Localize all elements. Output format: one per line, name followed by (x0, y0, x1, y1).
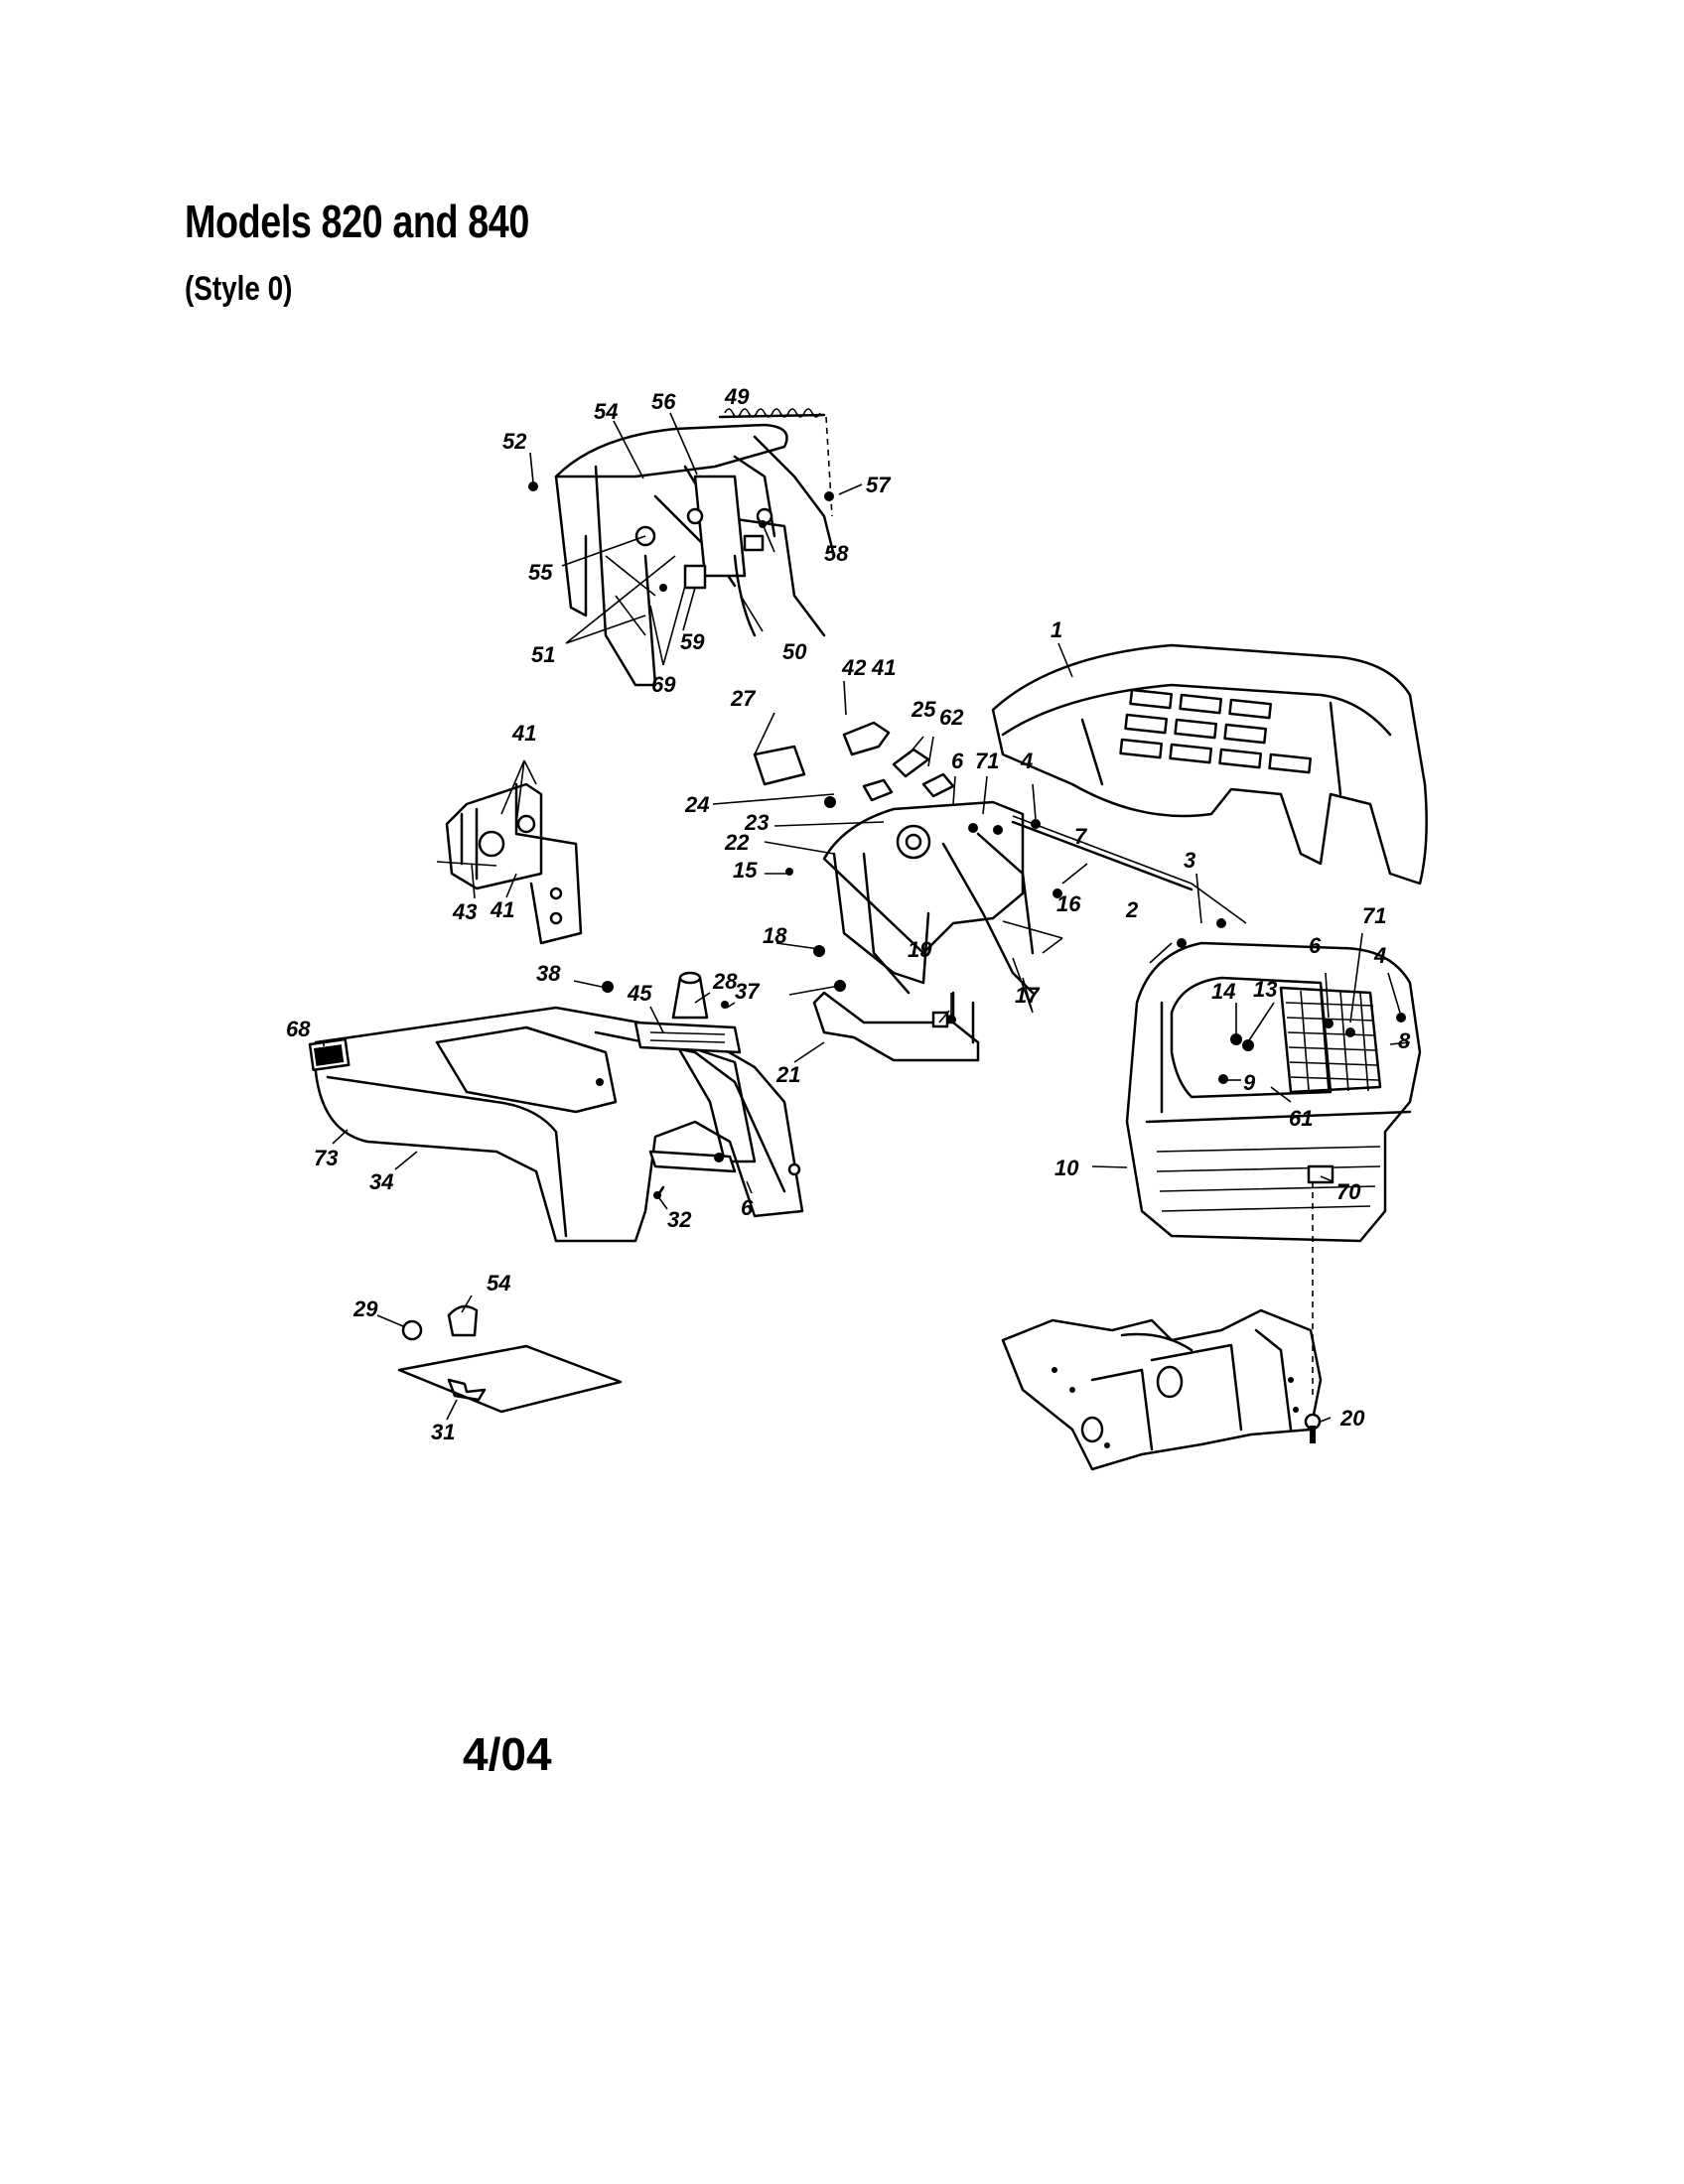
callout-62: 62 (939, 705, 964, 730)
callout-labels: 49 54 56 52 57 55 58 51 59 50 69 1 42 41… (286, 384, 1411, 1444)
callout-68: 68 (286, 1017, 311, 1041)
callout-14: 14 (1211, 979, 1235, 1004)
callout-9: 9 (1243, 1070, 1256, 1095)
callout-38: 38 (536, 961, 561, 986)
callout-57: 57 (866, 473, 892, 497)
date-code: 4/04 (463, 1728, 552, 1780)
hood-assembly (991, 643, 1428, 886)
callout-34: 34 (369, 1169, 393, 1194)
callout-32: 32 (667, 1207, 692, 1232)
callout-50: 50 (782, 639, 807, 664)
callout-16-a: 16 (1056, 891, 1081, 916)
callout-42: 42 (841, 655, 867, 680)
leader-lines (323, 412, 1411, 1423)
callout-4-b: 4 (1373, 943, 1386, 968)
callout-15: 15 (733, 858, 758, 883)
callout-55: 55 (528, 560, 553, 585)
callout-51: 51 (531, 642, 555, 667)
callout-2: 2 (1125, 897, 1139, 922)
callout-7: 7 (1074, 824, 1088, 849)
callout-24: 24 (684, 792, 709, 817)
callout-6-a: 6 (951, 749, 964, 773)
floor-plate-assembly (397, 1304, 623, 1414)
callout-29: 29 (352, 1297, 378, 1321)
callout-37: 37 (735, 979, 761, 1004)
callout-49: 49 (724, 384, 750, 409)
dash-panel-assembly (753, 721, 1247, 1062)
hood-vents (1119, 688, 1313, 774)
callout-43: 43 (452, 899, 477, 924)
callout-6-b: 6 (1309, 933, 1322, 958)
callout-31: 31 (431, 1420, 455, 1444)
callout-4-a: 4 (1020, 749, 1033, 773)
callout-13: 13 (1253, 977, 1277, 1002)
callout-58: 58 (824, 541, 849, 566)
callout-18: 18 (763, 923, 787, 948)
callout-22: 22 (724, 830, 750, 855)
callout-61: 61 (1289, 1106, 1313, 1131)
callout-28: 28 (712, 969, 738, 994)
callout-41-left: 41 (511, 721, 536, 746)
callout-54-b: 54 (487, 1271, 510, 1296)
callout-27: 27 (730, 686, 757, 711)
callout-23-a: 23 (744, 810, 769, 835)
callout-6-c: 6 (741, 1195, 754, 1220)
callout-73: 73 (314, 1146, 338, 1170)
callout-21: 21 (775, 1062, 800, 1087)
callout-52: 52 (502, 429, 527, 454)
callout-71-a: 71 (975, 749, 999, 773)
callout-71-b: 71 (1362, 903, 1386, 928)
callout-70: 70 (1336, 1179, 1361, 1204)
callout-25: 25 (911, 697, 936, 722)
callout-3: 3 (1184, 848, 1195, 873)
callout-45: 45 (627, 981, 652, 1006)
dash-support-assembly (528, 408, 836, 687)
callout-56: 56 (651, 389, 676, 414)
frame-assembly (1001, 1181, 1323, 1471)
callout-41-top: 41 (871, 655, 896, 680)
callout-69: 69 (651, 672, 676, 697)
fender-assembly (308, 971, 804, 1243)
callout-8: 8 (1398, 1028, 1411, 1053)
callout-41-bottom: 41 (490, 897, 514, 922)
callout-17: 17 (1015, 983, 1041, 1008)
callout-54: 54 (594, 399, 618, 424)
callout-19: 19 (908, 937, 932, 962)
grille-mesh (1279, 986, 1382, 1094)
callout-10: 10 (1054, 1156, 1079, 1180)
callout-59: 59 (680, 629, 705, 654)
callout-1: 1 (1051, 617, 1062, 642)
callout-20: 20 (1339, 1406, 1365, 1431)
page-subtitle: (Style 0) (185, 270, 293, 308)
page-title: Models 820 and 840 (185, 196, 529, 247)
